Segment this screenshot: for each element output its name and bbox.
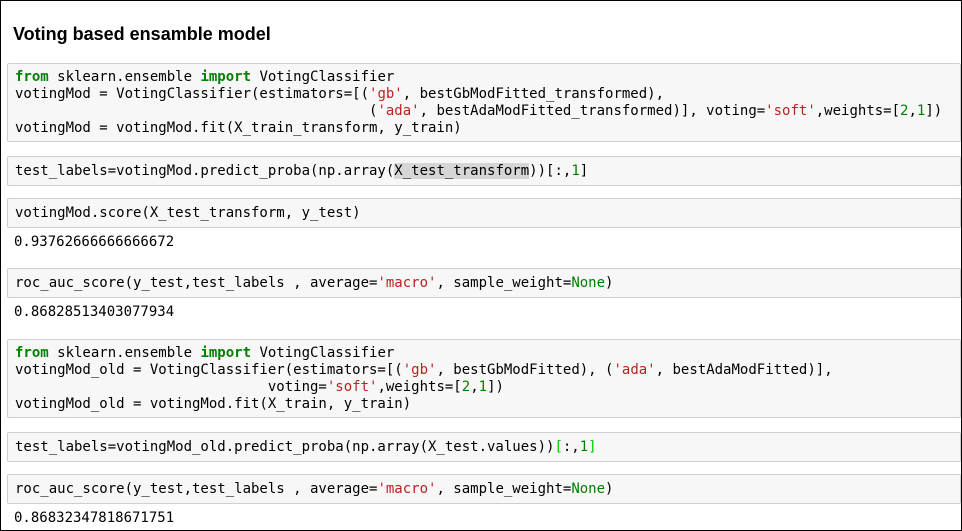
code-token-kw: import <box>200 69 252 85</box>
code-token: ))[:, <box>529 163 572 179</box>
code-token: votingMod_old = VotingClassifier(estimat… <box>15 362 403 378</box>
code-line: votingMod.score(X_test_transform, y_test… <box>15 205 960 222</box>
code-token: , bestAdaModFitted)], <box>655 362 833 378</box>
code-token: votingMod_old = votingMod.fit(X_train, y… <box>15 396 412 412</box>
code-token-str: 'gb' <box>369 86 403 102</box>
code-token: , <box>908 103 917 119</box>
code-line: roc_auc_score(y_test,test_labels , avera… <box>15 275 960 292</box>
code-token: ] <box>579 163 589 179</box>
code-token: , bestGbModFitted_transformed), <box>402 86 665 102</box>
code-token: test_labels=votingMod_old.predict_proba(… <box>15 439 555 455</box>
code-token: , <box>470 379 479 395</box>
code-token-str: 'soft' <box>765 103 816 119</box>
code-token-num: 2 <box>461 379 471 395</box>
code-line: voting='soft',weights=[2,1]) <box>15 379 960 396</box>
code-cell[interactable]: roc_auc_score(y_test,test_labels , avera… <box>7 268 961 298</box>
code-token-bracket-match: [ <box>554 439 563 455</box>
code-cell[interactable]: votingMod.score(X_test_transform, y_test… <box>7 198 961 228</box>
code-token: sklearn.ensemble <box>48 69 201 85</box>
code-token-hl: X_test_transform <box>394 163 530 179</box>
code-token: ) <box>605 481 614 497</box>
code-token: ]) <box>925 103 943 119</box>
code-token: votingMod = votingMod.fit(X_train_transf… <box>15 120 462 136</box>
code-line: test_labels=votingMod_old.predict_proba(… <box>15 439 960 456</box>
code-line: votingMod_old = votingMod.fit(X_train, y… <box>15 396 960 413</box>
code-token-num: 1 <box>571 163 580 179</box>
code-token: ,weights=[ <box>815 103 901 119</box>
code-token: VotingClassifier <box>251 345 395 361</box>
code-token-str: 'gb' <box>402 362 437 378</box>
code-token-str: 'ada' <box>377 103 420 119</box>
code-cell[interactable]: from sklearn.ensemble import VotingClass… <box>7 339 961 418</box>
code-token: sklearn.ensemble <box>48 345 201 361</box>
code-line: votingMod = votingMod.fit(X_train_transf… <box>15 120 960 137</box>
code-token: roc_auc_score(y_test,test_labels , avera… <box>15 275 378 291</box>
code-token-kw: from <box>15 345 49 361</box>
code-token: , sample_weight= <box>436 275 572 291</box>
cell-output: 0.86828513403077934 <box>14 304 175 320</box>
code-line: roc_auc_score(y_test,test_labels , avera… <box>15 481 960 498</box>
code-cell[interactable]: roc_auc_score(y_test,test_labels , avera… <box>7 474 961 504</box>
code-token-num: 1 <box>916 103 926 119</box>
code-line: from sklearn.ensemble import VotingClass… <box>15 69 960 86</box>
code-line: votingMod_old = VotingClassifier(estimat… <box>15 362 960 379</box>
code-token-num: 1 <box>478 379 488 395</box>
code-cell[interactable]: test_labels=votingMod.predict_proba(np.a… <box>7 156 961 186</box>
cell-output: 0.86832347818671751 <box>14 510 175 526</box>
code-token-str: 'ada' <box>613 362 656 378</box>
code-token: , bestGbModFitted), ( <box>436 362 614 378</box>
section-heading: Voting based ensamble model <box>13 24 271 44</box>
code-token: VotingClassifier <box>251 69 395 85</box>
code-token: ]) <box>487 379 504 395</box>
code-token-str: 'soft' <box>326 379 378 395</box>
code-token: roc_auc_score(y_test,test_labels , avera… <box>15 481 378 497</box>
code-token-kw: from <box>15 69 49 85</box>
code-token-const: None <box>571 275 606 291</box>
code-token-kw: import <box>200 345 252 361</box>
code-token-const: None <box>571 481 606 497</box>
code-token-str: 'macro' <box>377 275 437 291</box>
code-token: votingMod.score(X_test_transform, y_test… <box>15 205 361 221</box>
code-token: test_labels=votingMod.predict_proba(np.a… <box>15 163 395 179</box>
code-line: test_labels=votingMod.predict_proba(np.a… <box>15 163 960 180</box>
code-token-bracket-match: ] <box>588 439 597 455</box>
code-cell[interactable]: from sklearn.ensemble import VotingClass… <box>7 63 961 142</box>
code-token: :, <box>562 439 580 455</box>
code-token: voting= <box>15 379 327 395</box>
code-token-str: 'macro' <box>377 481 437 497</box>
code-token-num: 1 <box>579 439 589 455</box>
code-token: , bestAdaModFitted_transformed)], voting… <box>419 103 766 119</box>
code-line: from sklearn.ensemble import VotingClass… <box>15 345 960 362</box>
code-line: votingMod = VotingClassifier(estimators=… <box>15 86 960 103</box>
code-token: , sample_weight= <box>436 481 572 497</box>
code-token: ( <box>15 103 378 119</box>
code-token-num: 2 <box>900 103 909 119</box>
code-token: votingMod = VotingClassifier(estimators=… <box>15 86 370 102</box>
code-cell[interactable]: test_labels=votingMod_old.predict_proba(… <box>7 432 961 462</box>
code-token: ) <box>605 275 614 291</box>
cell-output: 0.93762666666666672 <box>14 234 175 250</box>
code-line: ('ada', bestAdaModFitted_transformed)], … <box>15 103 960 120</box>
code-token: ,weights=[ <box>377 379 462 395</box>
